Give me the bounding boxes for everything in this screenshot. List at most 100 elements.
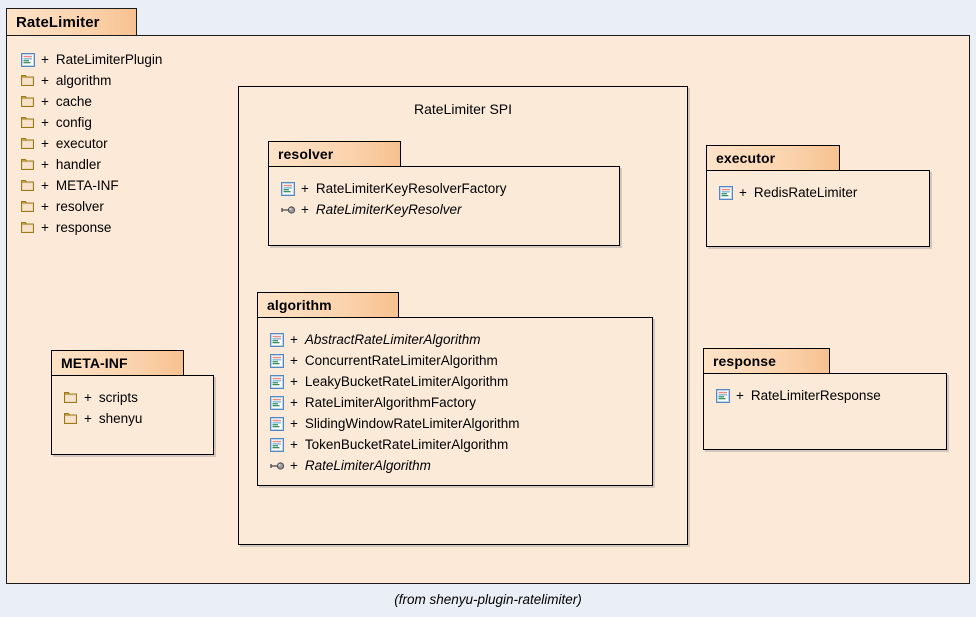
member-label: algorithm — [55, 73, 112, 88]
member-label: AbstractRateLimiterAlgorithm — [304, 332, 481, 347]
folder-icon — [21, 179, 35, 193]
member-visibility: + — [736, 388, 744, 403]
package-algorithm-title: algorithm — [267, 297, 332, 313]
spi-frame-title: RateLimiter SPI — [413, 101, 513, 117]
member-visibility: + — [290, 395, 298, 410]
folder-icon — [64, 391, 78, 405]
package-ratelimiter-tab[interactable]: RateLimiter — [6, 8, 137, 36]
package-resolver[interactable]: resolver +RateLimiterKeyResolverFactory+… — [268, 141, 620, 246]
class-icon — [270, 395, 284, 410]
member-label: RateLimiterAlgorithmFactory — [304, 395, 476, 410]
class-icon — [281, 181, 295, 196]
member-label: LeakyBucketRateLimiterAlgorithm — [304, 374, 509, 389]
folder-icon — [21, 74, 35, 88]
member-row[interactable]: + RateLimiterAlgorithm — [270, 455, 519, 476]
package-response-members: + RateLimiterResponse — [708, 379, 881, 406]
member-label: ConcurrentRateLimiterAlgorithm — [304, 353, 498, 368]
member-visibility: + — [41, 115, 49, 130]
member-visibility: + — [290, 374, 298, 389]
member-label: executor — [55, 136, 108, 151]
package-algorithm-tab[interactable]: algorithm — [257, 292, 399, 318]
member-visibility: + — [41, 136, 49, 151]
member-row[interactable]: + executor — [21, 133, 162, 154]
package-executor[interactable]: executor + RedisRateLimiter — [706, 145, 930, 247]
member-label: META-INF — [55, 178, 119, 193]
member-row[interactable]: +RateLimiterKeyResolverFactory — [281, 178, 506, 199]
package-response-tab[interactable]: response — [703, 348, 830, 374]
class-icon — [270, 353, 284, 368]
member-row[interactable]: + RateLimiterPlugin — [21, 49, 162, 70]
member-label: resolver — [55, 199, 104, 214]
member-row[interactable]: + ConcurrentRateLimiterAlgorithm — [270, 350, 519, 371]
member-label: RateLimiterAlgorithm — [304, 458, 431, 473]
folder-icon — [21, 137, 35, 151]
package-ratelimiter-title: RateLimiter — [16, 13, 100, 31]
interface-icon — [270, 459, 285, 473]
package-resolver-tab[interactable]: resolver — [268, 141, 401, 167]
member-row[interactable]: +RateLimiterKeyResolver — [281, 199, 506, 220]
package-meta-inf[interactable]: META-INF + scripts + shenyu — [51, 350, 214, 455]
member-visibility: + — [41, 178, 49, 193]
package-executor-tab[interactable]: executor — [706, 145, 840, 171]
class-icon — [716, 388, 730, 403]
member-label: shenyu — [98, 411, 143, 426]
class-icon — [270, 332, 284, 347]
member-row[interactable]: + shenyu — [64, 408, 142, 429]
member-visibility: + — [41, 199, 49, 214]
package-meta-inf-title: META-INF — [61, 355, 128, 371]
member-visibility: + — [84, 411, 92, 426]
member-row[interactable]: +AbstractRateLimiterAlgorithm — [270, 329, 519, 350]
member-visibility: + — [290, 458, 298, 473]
member-label: response — [55, 220, 112, 235]
package-meta-inf-tab[interactable]: META-INF — [51, 350, 184, 376]
package-executor-body: + RedisRateLimiter — [706, 170, 930, 247]
package-resolver-body: +RateLimiterKeyResolverFactory+RateLimit… — [268, 166, 620, 246]
member-visibility: + — [41, 220, 49, 235]
class-icon — [270, 437, 284, 452]
package-algorithm-body: +AbstractRateLimiterAlgorithm+Concurrent… — [257, 317, 653, 486]
member-label: RedisRateLimiter — [753, 185, 858, 200]
package-meta-inf-members: + scripts + shenyu — [56, 381, 142, 429]
class-icon — [270, 416, 284, 431]
member-visibility: + — [290, 353, 298, 368]
member-row[interactable]: + RateLimiterResponse — [716, 385, 881, 406]
package-resolver-title: resolver — [278, 146, 334, 162]
member-label: RateLimiterKeyResolverFactory — [315, 181, 507, 196]
member-row[interactable]: + RedisRateLimiter — [719, 182, 857, 203]
member-row[interactable]: +cache — [21, 91, 162, 112]
member-label: RateLimiterPlugin — [55, 52, 163, 67]
member-visibility: + — [84, 390, 92, 405]
member-row[interactable]: + resolver — [21, 196, 162, 217]
member-visibility: + — [41, 157, 49, 172]
member-visibility: + — [290, 437, 298, 452]
member-row[interactable]: + RateLimiterAlgorithmFactory — [270, 392, 519, 413]
member-row[interactable]: +SlidingWindowRateLimiterAlgorithm — [270, 413, 519, 434]
member-row[interactable]: + config — [21, 112, 162, 133]
package-response-title: response — [713, 353, 777, 369]
member-row[interactable]: + scripts — [64, 387, 142, 408]
class-icon — [270, 374, 284, 389]
member-row[interactable]: + META-INF — [21, 175, 162, 196]
diagram-footer-note: (from shenyu-plugin-ratelimiter) — [394, 592, 582, 607]
member-label: config — [55, 115, 92, 130]
package-algorithm[interactable]: algorithm +AbstractRateLimiterAlgorithm+… — [257, 292, 653, 486]
member-row[interactable]: +TokenBucketRateLimiterAlgorithm — [270, 434, 519, 455]
member-label: RateLimiterKeyResolver — [315, 202, 462, 217]
folder-icon — [21, 158, 35, 172]
member-visibility: + — [41, 52, 49, 67]
member-row[interactable]: + response — [21, 217, 162, 238]
package-executor-members: + RedisRateLimiter — [711, 176, 857, 203]
member-visibility: + — [739, 185, 747, 200]
folder-icon — [21, 221, 35, 235]
member-label: RateLimiterResponse — [750, 388, 881, 403]
package-algorithm-members: +AbstractRateLimiterAlgorithm+Concurrent… — [262, 323, 519, 476]
package-executor-title: executor — [716, 150, 776, 166]
package-resolver-members: +RateLimiterKeyResolverFactory+RateLimit… — [273, 172, 506, 220]
member-row[interactable]: + LeakyBucketRateLimiterAlgorithm — [270, 371, 519, 392]
member-row[interactable]: +handler — [21, 154, 162, 175]
member-label: scripts — [98, 390, 138, 405]
member-visibility: + — [41, 94, 49, 109]
member-visibility: + — [41, 73, 49, 88]
package-response[interactable]: response + RateLimiterResponse — [703, 348, 947, 450]
member-row[interactable]: + algorithm — [21, 70, 162, 91]
